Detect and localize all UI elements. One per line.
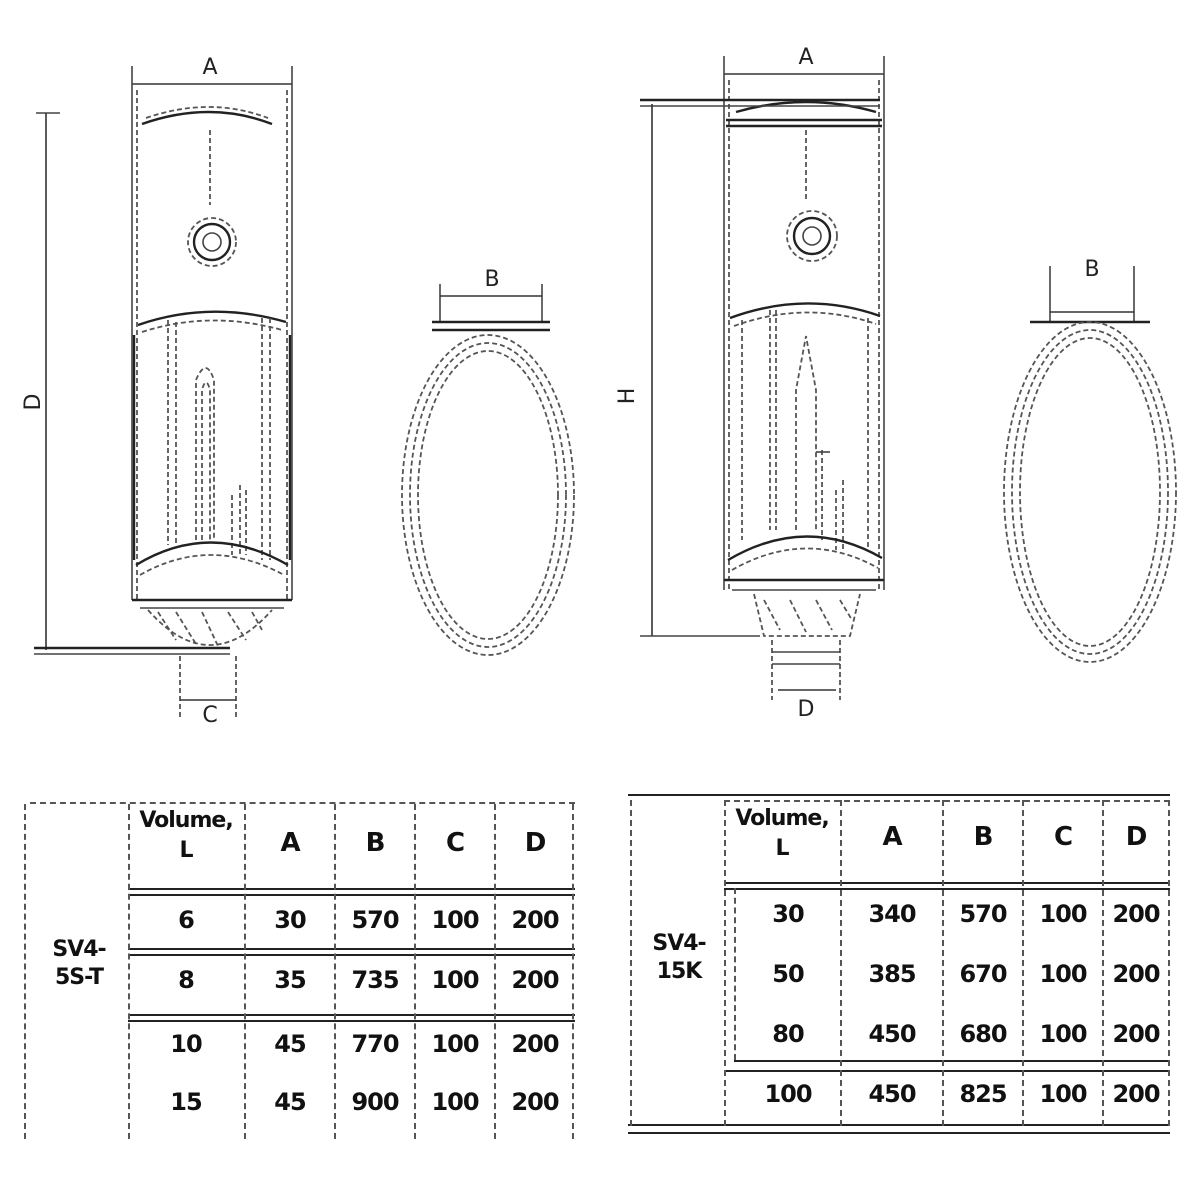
right-table-header-b: B xyxy=(973,822,994,852)
left-dim-a-label: A xyxy=(202,55,217,80)
right-side-view: B xyxy=(1003,257,1177,663)
right-spec-table: SV4-15K Volume, L A B C D 30 340 570 100… xyxy=(624,790,1174,1135)
left-table-header-c: C xyxy=(445,828,465,858)
cell: 50 xyxy=(772,960,804,988)
left-spec-table: SV4-5S-T Volume, L A B C D 6 30 570 100 … xyxy=(20,796,580,1141)
left-table-header-b: B xyxy=(365,828,386,858)
cell: 100 xyxy=(431,1088,479,1116)
left-dim-c-label: C xyxy=(202,703,217,728)
cell: 100 xyxy=(1039,900,1087,928)
cell: 200 xyxy=(511,1030,559,1058)
left-table-header-d: D xyxy=(524,828,547,858)
left-side-view: B xyxy=(401,267,575,656)
left-table-model: SV4-5S-T xyxy=(52,937,106,990)
right-table-header-volume: Volume, L xyxy=(735,806,829,861)
cell: 200 xyxy=(511,966,559,994)
cell: 825 xyxy=(959,1080,1007,1108)
cell: 570 xyxy=(351,906,399,934)
right-dim-h-label: H xyxy=(615,388,640,405)
cell: 15 xyxy=(170,1088,202,1116)
cell: 200 xyxy=(1112,900,1160,928)
cell: 900 xyxy=(351,1088,399,1116)
right-table-header-d: D xyxy=(1125,822,1148,852)
cell: 100 xyxy=(431,1030,479,1058)
cell: 200 xyxy=(1112,1020,1160,1048)
cell: 200 xyxy=(511,1088,559,1116)
cell: 570 xyxy=(959,900,1007,928)
cell: 100 xyxy=(431,906,479,934)
right-dim-d-label: D xyxy=(798,697,815,722)
right-table-model: SV4-15K xyxy=(652,931,706,984)
cell: 100 xyxy=(1039,1080,1087,1108)
technical-drawing: .thin { stroke:#444; stroke-width:1.6; f… xyxy=(21,45,1177,728)
cell: 670 xyxy=(959,960,1007,988)
right-dim-a-label: A xyxy=(798,45,813,70)
cell: 200 xyxy=(511,906,559,934)
cell: 680 xyxy=(959,1020,1007,1048)
cell: 6 xyxy=(178,906,195,934)
left-dim-b-label: B xyxy=(484,267,499,292)
left-front-view: A D xyxy=(21,55,293,728)
cell: 30 xyxy=(772,900,804,928)
cell: 8 xyxy=(178,966,195,994)
cell: 30 xyxy=(274,906,306,934)
cell: 770 xyxy=(351,1030,399,1058)
cell: 100 xyxy=(764,1080,812,1108)
cell: 450 xyxy=(868,1080,916,1108)
right-table-header-c: C xyxy=(1053,822,1073,852)
cell: 385 xyxy=(868,960,916,988)
cell: 735 xyxy=(351,966,399,994)
cell: 200 xyxy=(1112,960,1160,988)
right-dim-b-label: B xyxy=(1084,257,1099,282)
cell: 45 xyxy=(274,1030,306,1058)
left-table-header-a: A xyxy=(280,828,300,858)
cell: 35 xyxy=(274,966,306,994)
right-front-view: A D xyxy=(615,45,885,722)
cell: 100 xyxy=(1039,960,1087,988)
cell: 45 xyxy=(274,1088,306,1116)
cell: 450 xyxy=(868,1020,916,1048)
left-dim-d-label: D xyxy=(21,394,46,411)
cell: 10 xyxy=(170,1030,202,1058)
right-table-header-a: A xyxy=(882,822,902,852)
cell: 200 xyxy=(1112,1080,1160,1108)
cell: 340 xyxy=(868,900,916,928)
cell: 80 xyxy=(772,1020,804,1048)
left-table-header-volume: Volume, L xyxy=(139,808,233,863)
cell: 100 xyxy=(431,966,479,994)
cell: 100 xyxy=(1039,1020,1087,1048)
